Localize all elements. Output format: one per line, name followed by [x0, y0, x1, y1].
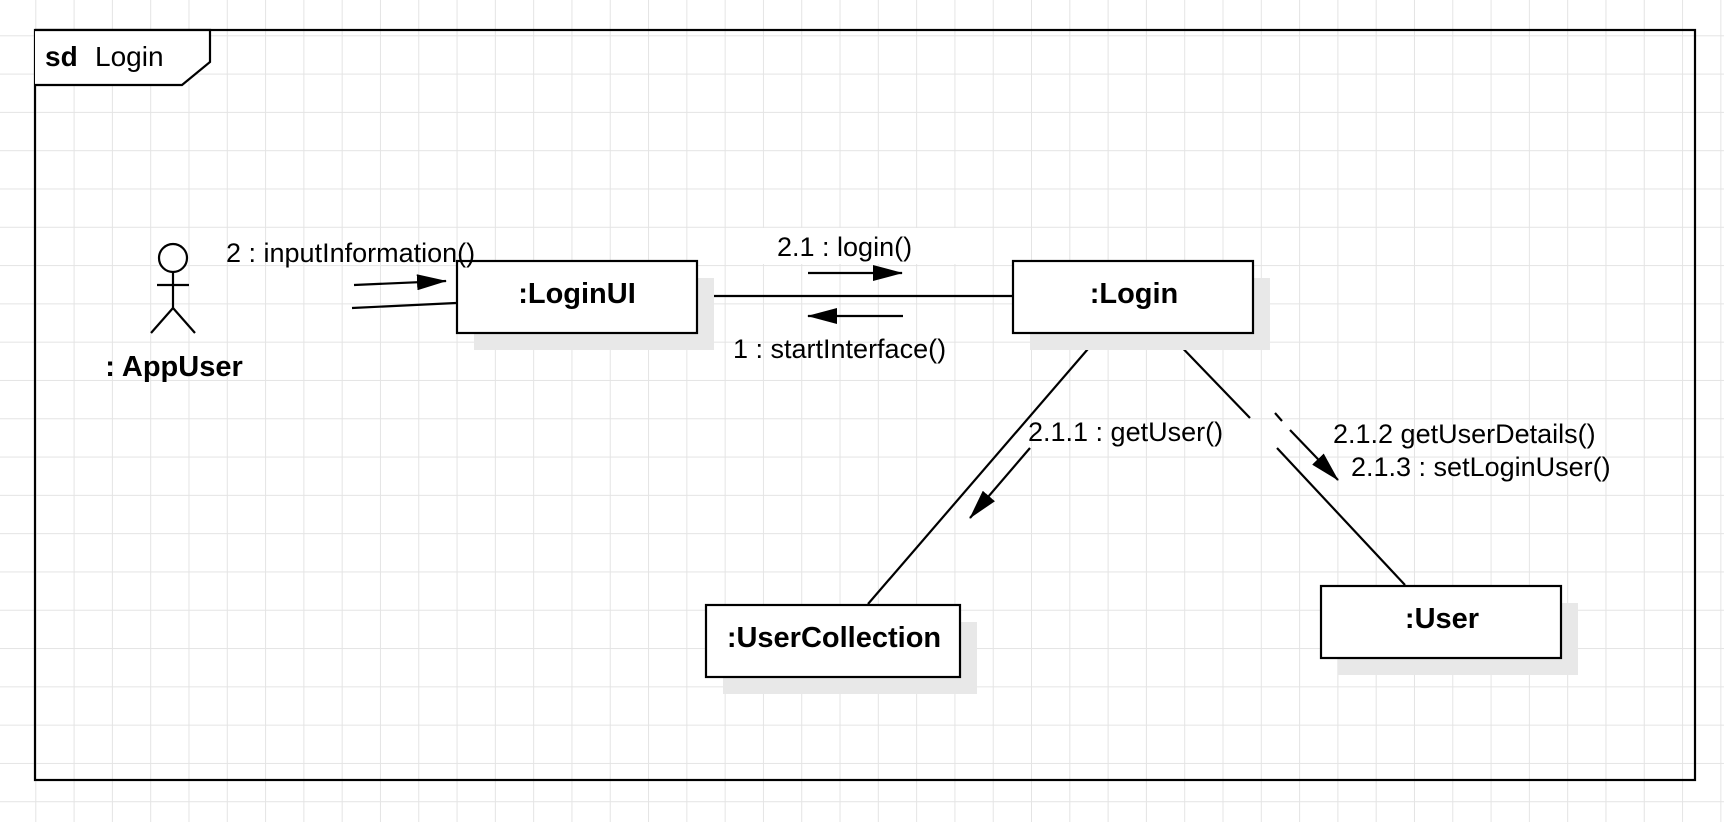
label-backdrop-login	[760, 228, 958, 264]
frame-tab	[35, 28, 212, 87]
arrow-get-user-details	[1289, 429, 1339, 481]
arrow-input-information	[353, 274, 447, 291]
object-box	[704, 603, 962, 679]
links	[351, 294, 1406, 605]
object-label: :LoginUI	[518, 278, 636, 310]
actor-head	[157, 242, 189, 274]
link-appuser-loginui	[351, 301, 457, 310]
object-box	[455, 259, 699, 335]
object-usercollection[interactable]: :UserCollection	[704, 603, 977, 694]
message-get-user: 2.1.1 : getUser()	[1028, 417, 1223, 447]
link-login-usercollection	[867, 334, 1101, 605]
actor-appuser[interactable]: : AppUser	[105, 242, 243, 383]
object-box	[1011, 259, 1255, 335]
arrow-get-user-details-tick	[1274, 412, 1283, 422]
arrow-get-user	[969, 447, 1031, 519]
object-box	[1319, 584, 1563, 660]
message-login: 2.1 : login()	[777, 232, 912, 262]
frame-keyword: sd	[45, 41, 78, 72]
actor-label: : AppUser	[105, 351, 243, 383]
message-set-login-user: 2.1.3 : setLoginUser()	[1351, 452, 1611, 482]
frame-name: Login	[95, 41, 164, 72]
message-arrows	[353, 265, 1339, 519]
sd-frame: sd Login	[33, 28, 1697, 782]
message-get-user-details: 2.1.2 getUserDetails()	[1333, 419, 1596, 449]
object-login[interactable]: :Login	[1011, 259, 1270, 350]
object-label: :Login	[1090, 278, 1179, 310]
actor-right-leg	[172, 307, 196, 334]
message-start-interface: 1 : startInterface()	[733, 334, 946, 364]
object-user[interactable]: :User	[1319, 584, 1578, 675]
message-labels: 2 : inputInformation() 2.1 : login() 1 :…	[226, 228, 1611, 482]
actor-left-leg	[150, 307, 174, 334]
object-label: :UserCollection	[727, 622, 941, 654]
object-label: :User	[1405, 603, 1479, 635]
frame-border	[33, 28, 1697, 782]
message-input-information: 2 : inputInformation()	[226, 238, 475, 268]
object-loginui[interactable]: :LoginUI	[455, 259, 714, 350]
link-login-user-lower	[1276, 447, 1406, 586]
